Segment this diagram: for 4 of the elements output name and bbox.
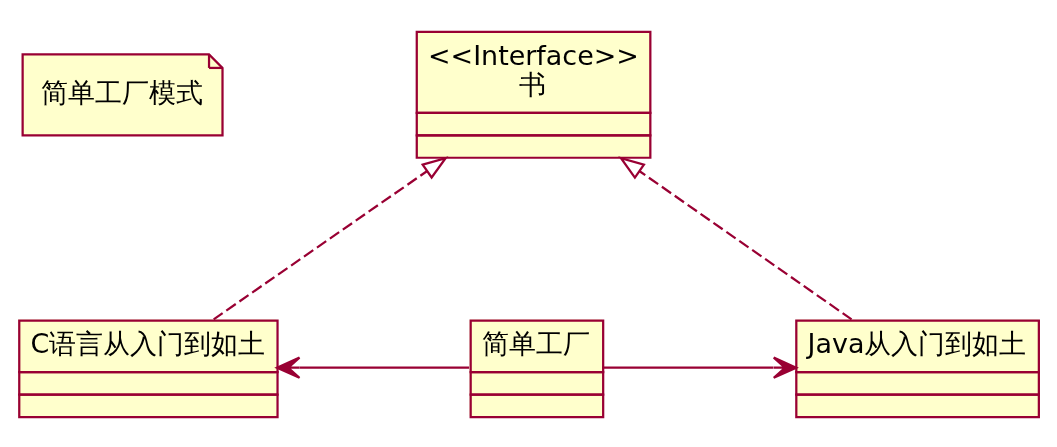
arrow (213, 155, 449, 320)
arrow (618, 155, 853, 320)
arrow (275, 356, 470, 379)
arrow (602, 356, 798, 379)
